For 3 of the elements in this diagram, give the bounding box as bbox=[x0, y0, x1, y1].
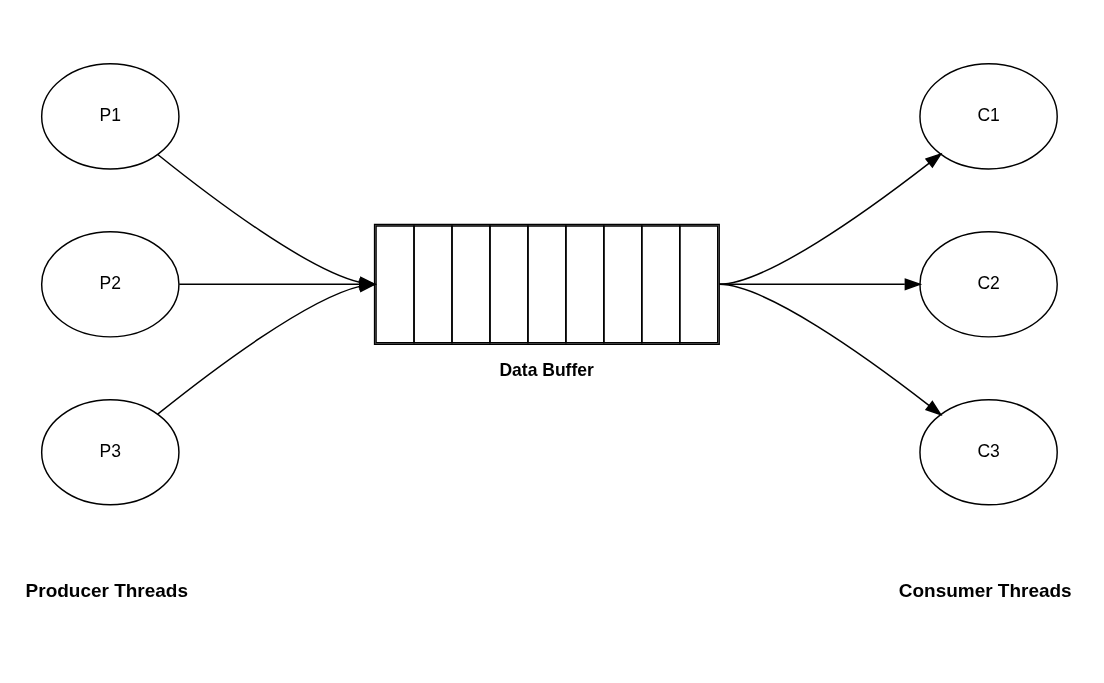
node-label: Data Buffer bbox=[499, 359, 594, 380]
label: Producer Threads bbox=[25, 579, 188, 601]
label: Consumer Threads bbox=[898, 579, 1072, 601]
